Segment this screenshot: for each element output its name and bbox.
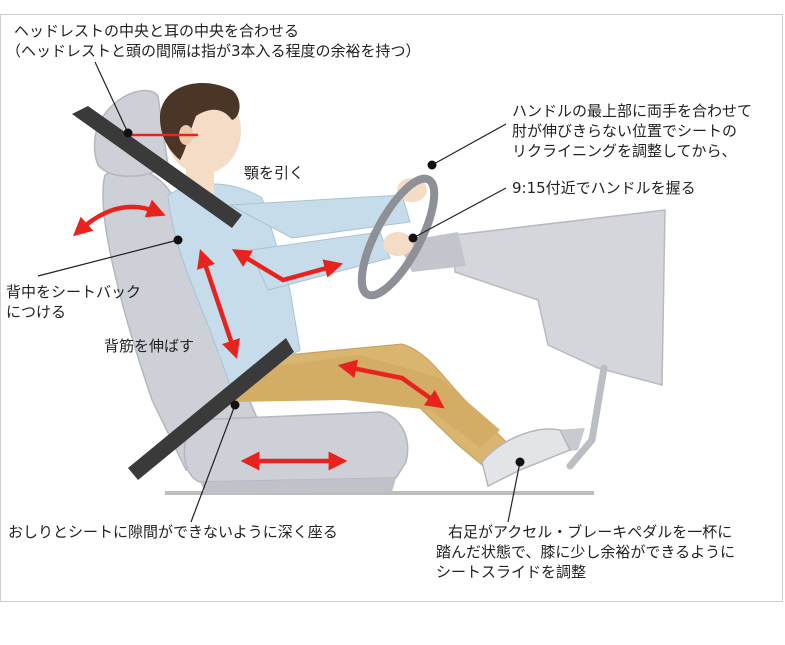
shoulder-arrow — [72, 199, 166, 237]
headrest-note-line1: ヘッドレストの中央と耳の中央を合わせる — [14, 22, 300, 40]
headrest-note-line2: （ヘッドレストと頭の間隔は指が3本入る程度の余裕を持つ） — [6, 42, 421, 60]
elbow-arrow — [231, 249, 344, 283]
steering-wheel — [357, 174, 439, 300]
handle-note-line1: ハンドルの最上部に両手を合わせて — [512, 102, 753, 120]
foot-note-line2: 踏んだ状態で、膝に少し余裕ができるように — [436, 543, 736, 561]
handle-note-line3: リクライニングを調整してから、 — [512, 142, 737, 160]
handle-note-line2: 肘が伸びきらない位置でシートの — [512, 122, 738, 140]
back-note-line2: につける — [6, 303, 67, 321]
dashboard — [398, 209, 666, 386]
seatbelt — [72, 106, 294, 480]
foot-note-line1: 右足がアクセル・ブレーキペダルを一杯に — [448, 523, 733, 541]
back-note-line1: 背中をシートバック — [6, 283, 142, 301]
diagram-frame — [0, 14, 783, 602]
spine-note: 背筋を伸ばす — [104, 337, 195, 355]
seat-note: おしりとシートに隙間ができないように深く座る — [8, 523, 338, 541]
foot-note-line3: シートスライドを調整 — [436, 563, 587, 581]
leader-dots — [123, 128, 525, 467]
knee-arrow — [337, 359, 445, 409]
grip-note: 9:15付近でハンドルを握る — [512, 179, 696, 197]
leader-lines — [37, 61, 521, 523]
chin-note: 顎を引く — [244, 164, 305, 182]
adjustment-arrows — [72, 199, 445, 471]
spine-arrow — [197, 249, 240, 359]
